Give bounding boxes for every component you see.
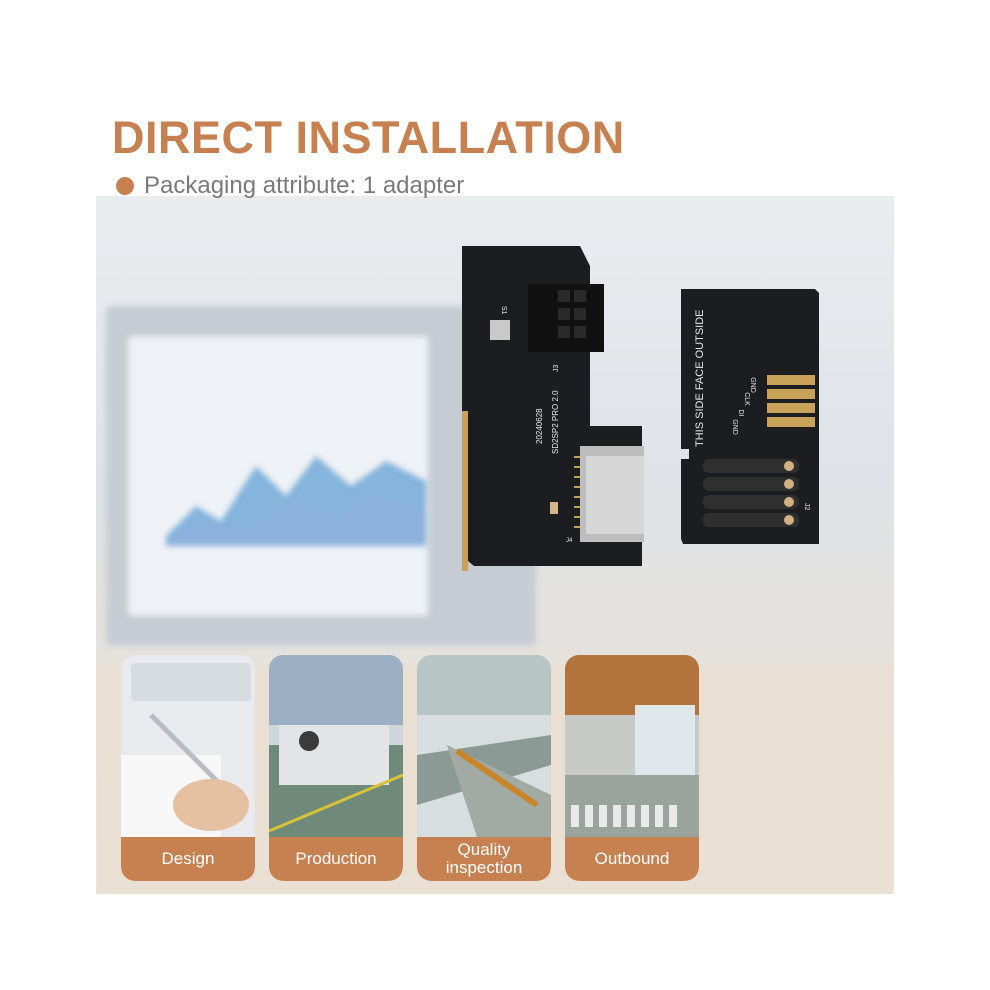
label-j2: J2	[803, 503, 810, 511]
card-design: Design	[121, 655, 255, 881]
face-outside-text: THIS SIDE FACE OUTSIDE	[694, 309, 706, 447]
stage-label-outbound: Outbound	[565, 837, 699, 881]
label-j3: J3	[553, 365, 560, 373]
gold-contacts	[767, 375, 815, 427]
packaging-attribute-text: Packaging attribute: 1 adapter	[144, 172, 465, 199]
screen-chart-graphic	[166, 456, 426, 546]
resistor	[550, 502, 558, 514]
pin-label-clk: CLK	[743, 392, 750, 406]
bullet-dot-icon	[116, 177, 134, 195]
stage-label-quality-inspection: Quality inspection	[417, 837, 551, 881]
header-pins	[703, 459, 799, 527]
label-j4: J4	[566, 538, 573, 544]
production-photo	[269, 655, 403, 837]
packaging-attribute: Packaging attribute: 1 adapter	[116, 172, 464, 200]
pin-label-gnd-2: GND	[731, 419, 738, 435]
pin-label-gnd-1: GND	[749, 377, 756, 393]
page-title: DIRECT INSTALLATION	[112, 112, 625, 163]
design-photo	[121, 655, 255, 837]
label-s1: S1	[500, 306, 507, 315]
card-outbound: Outbound	[565, 655, 699, 881]
board-model: SD2SP2 PRO 2.0	[551, 390, 560, 454]
stage-label-production: Production	[269, 837, 403, 881]
card-production: Production	[269, 655, 403, 881]
edge-contacts	[462, 411, 468, 571]
stage-label-design: Design	[121, 837, 255, 881]
outbound-photo	[565, 655, 699, 837]
sd-adapter-board: S1 J3 20240628 SD2SP2 PRO 2.0 J4	[462, 246, 644, 571]
board-date-code: 20240628	[535, 408, 544, 444]
pin-label-di: DI	[737, 410, 744, 417]
quality-inspection-photo	[417, 655, 551, 837]
side-adapter-board: THIS SIDE FACE OUTSIDE GND CLK DI GND J2	[681, 289, 819, 544]
card-quality-inspection: Quality inspection	[417, 655, 551, 881]
smd-component	[490, 320, 510, 340]
